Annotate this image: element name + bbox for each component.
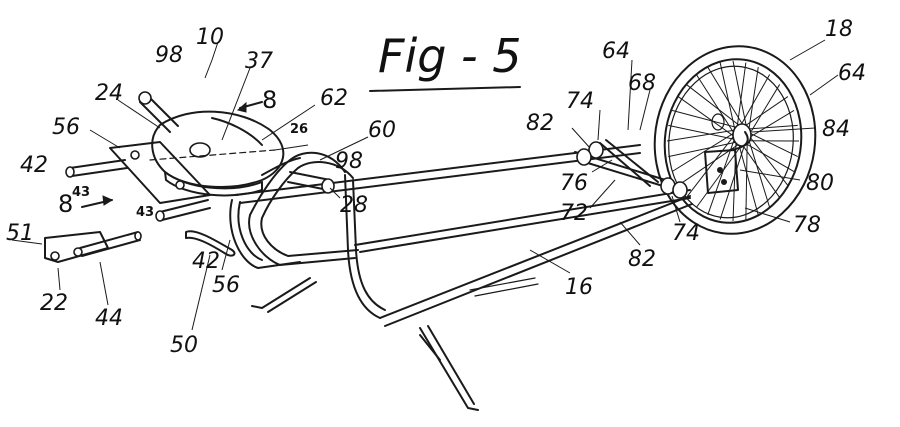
rear-stand-spring — [420, 335, 440, 360]
pin-upper — [70, 160, 127, 176]
label-wheel: 18 — [825, 17, 853, 42]
label-pivot: 37 — [245, 49, 273, 74]
label-cross-member: 68 — [628, 71, 656, 96]
label-pin-mark-lower: 43 — [136, 205, 154, 220]
label-clamp-upper: 82 — [526, 111, 554, 136]
label-clip: 50 — [170, 333, 198, 358]
label-hitch-end: 51 — [6, 221, 34, 246]
leader-68 — [640, 90, 650, 130]
kickstands — [252, 278, 538, 410]
front-stand-inner — [268, 282, 316, 312]
section-arrowhead-lower — [103, 196, 112, 205]
rear-stand-inner — [428, 326, 474, 404]
label-pin-front: 42 — [20, 153, 48, 178]
label-rail: 60 — [368, 118, 396, 143]
label-pin-rear: 42 — [192, 249, 220, 274]
figure-title: Fig - 5 — [378, 29, 522, 83]
label-section-upper: 8 — [262, 86, 277, 114]
wheel-spoke — [686, 132, 736, 198]
platform-pivot — [190, 143, 210, 157]
leader-82-upper — [572, 128, 590, 148]
grip-left-shaft-b — [140, 102, 170, 132]
grip-right-shaft — [290, 172, 330, 180]
label-spacer-upper: 74 — [566, 89, 594, 114]
wheel-spoke — [667, 129, 740, 141]
platform-rail-62 — [212, 118, 262, 145]
frame — [230, 140, 692, 326]
leader-64-right — [810, 75, 838, 95]
leader-44 — [100, 262, 108, 305]
wheel-spoke — [746, 110, 794, 139]
clamp-upper-roller-2 — [577, 149, 591, 165]
wheel-spoke — [748, 67, 758, 136]
label-assembly: 10 — [196, 25, 224, 50]
label-hand-grip-arm: 28 — [340, 193, 368, 218]
leader-24 — [118, 100, 160, 128]
pin-lower — [160, 200, 210, 220]
wheel-spoke — [741, 141, 794, 172]
bracket-hole-b — [176, 181, 184, 189]
label-axle-left: 64 — [602, 39, 630, 64]
bracket-hole-a — [131, 151, 139, 159]
label-hitch-plate: 22 — [40, 291, 68, 316]
figure-title-group: Fig - 5 — [370, 29, 522, 91]
frame-cross-rail — [355, 190, 690, 245]
leader-80 — [740, 170, 800, 180]
stand-brace — [470, 278, 538, 296]
leader-56-upper — [90, 130, 120, 148]
leader-28 — [330, 188, 340, 198]
label-dropout: 78 — [793, 213, 821, 238]
label-rail-end: 62 — [320, 86, 348, 111]
label-axle-right: 64 — [838, 61, 866, 86]
label-spacer-lower: 74 — [672, 221, 700, 246]
label-roller-b: 76 — [560, 171, 588, 196]
label-bracket-upper: 56 — [52, 115, 80, 140]
grip-left-end — [139, 92, 151, 104]
label-pin-mark-upper: 43 — [72, 185, 90, 200]
clamp-lower-roller-2 — [673, 182, 687, 198]
fork-bolt-b — [722, 180, 727, 185]
hitch-plate-hole-b — [74, 248, 82, 256]
label-bracket-lower: 56 — [212, 273, 240, 298]
leader-16 — [530, 250, 570, 273]
wheel-spoke — [737, 139, 758, 215]
title-underline — [370, 87, 520, 91]
leader-74-upper — [598, 110, 600, 140]
label-section-lower: 8 — [58, 190, 73, 218]
label-fork: 80 — [806, 171, 834, 196]
wheel-hub — [733, 124, 751, 146]
fork-bolt-a — [718, 168, 723, 173]
leader-26 — [275, 145, 308, 150]
pin-upper-end — [66, 167, 74, 177]
platform-assembly — [139, 92, 334, 195]
label-grip-right: 98 — [335, 149, 363, 174]
hitch-bar-end — [135, 232, 141, 240]
hitch-parts — [45, 142, 234, 262]
label-grip-left: 98 — [155, 43, 183, 68]
label-hub: 84 — [822, 117, 850, 142]
label-frame: 16 — [565, 275, 593, 300]
grip-left-shaft — [148, 96, 178, 126]
pin-lower-end — [156, 211, 164, 221]
label-hitch-bar: 44 — [95, 306, 123, 331]
leader-lines — [12, 40, 838, 330]
leader-22 — [58, 268, 60, 290]
label-platform: 24 — [95, 81, 123, 106]
leader-18 — [790, 40, 825, 60]
label-clamp-lower: 82 — [628, 247, 656, 272]
label-platform-edge: 26 — [290, 122, 308, 137]
hitch-plate-hole-a — [51, 252, 59, 260]
label-roller-a: 72 — [560, 201, 588, 226]
